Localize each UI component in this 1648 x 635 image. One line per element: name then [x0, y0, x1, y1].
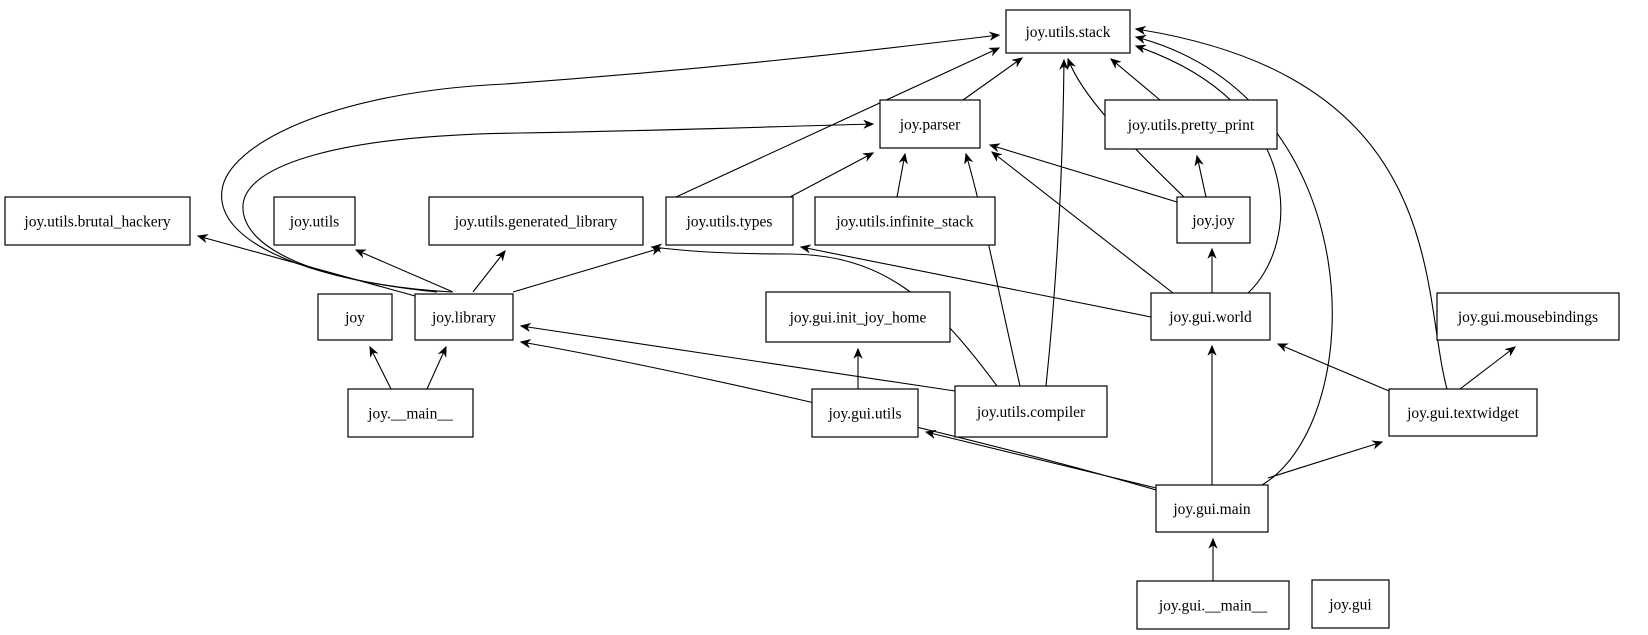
node-box-joy-gui-main-module [1136, 580, 1290, 630]
node-joy-utils-types: joy.utils.types [665, 196, 794, 246]
edge-joy-utils-infinite-stack-to-joy-parser [896, 154, 905, 198]
edge-joy-gui-textwidget-to-joy-gui-world [1278, 343, 1390, 392]
node-joy-main: joy.__main__ [347, 388, 474, 438]
node-joy-gui-utils: joy.gui.utils [811, 388, 919, 438]
node-label-joy-parser: joy.parser [899, 117, 961, 134]
node-box-joy-gui-init-joy-home [765, 291, 951, 343]
node-joy: joy [317, 293, 393, 341]
node-joy-utils: joy.utils [273, 196, 356, 246]
edge-joy-joy-to-joy-parser [990, 145, 1178, 203]
edge-joy-gui-textwidget-to-joy-utils-stack [1136, 29, 1448, 390]
edge-joy-gui-textwidget-to-joy-gui-mousebindings [1459, 347, 1515, 390]
node-label-joy-joy: joy.joy [1191, 213, 1235, 230]
node-joy-gui: joy.gui [1311, 579, 1390, 629]
node-box-joy-utils-generated-library [428, 196, 644, 246]
node-box-joy-gui-main [1155, 484, 1269, 533]
node-label-joy-gui-main-module: joy.gui.__main__ [1158, 598, 1268, 615]
edge-joy-joy-to-joy-utils-pretty-print [1197, 156, 1207, 198]
node-box-joy-utils [273, 196, 356, 246]
edge-joy-main-to-joy-library [426, 347, 446, 390]
node-joy-gui-mousebindings: joy.gui.mousebindings [1436, 292, 1620, 341]
edge-joy-gui-main-to-joy-gui-textwidget [1267, 442, 1382, 479]
node-label-joy-library: joy.library [431, 310, 496, 327]
edge-joy-library-to-joy-parser [242, 124, 873, 293]
node-box-joy-gui-world [1150, 292, 1271, 341]
node-box-joy-utils-brutal-hackery [4, 196, 191, 246]
node-joy-gui-main: joy.gui.main [1155, 484, 1269, 533]
node-joy-joy: joy.joy [1176, 196, 1251, 244]
edge-joy-utils-compiler-to-joy-utils-stack [1045, 60, 1064, 387]
edge-joy-gui-world-to-joy-utils-types [801, 247, 1152, 318]
node-label-joy-utils-pretty-print: joy.utils.pretty_print [1127, 117, 1255, 134]
node-label-joy-gui: joy.gui [1328, 597, 1372, 614]
edge-joy-parser-to-joy-utils-stack [962, 58, 1022, 101]
node-joy-parser: joy.parser [879, 99, 981, 149]
node-label-joy-gui-init-joy-home: joy.gui.init_joy_home [789, 310, 927, 327]
node-joy-utils-compiler: joy.utils.compiler [954, 385, 1108, 438]
node-label-joy-gui-mousebindings: joy.gui.mousebindings [1457, 309, 1598, 326]
node-box-joy-utils-stack [1005, 9, 1131, 54]
node-label-joy-utils: joy.utils [289, 214, 339, 231]
nodes-layer: joy.utils.stack joy.parser joy.utils.prett… [4, 9, 1620, 630]
node-label-joy-utils-infinite-stack: joy.utils.infinite_stack [835, 214, 974, 231]
node-joy-utils-generated-library: joy.utils.generated_library [428, 196, 644, 246]
edge-joy-gui-main-to-joy-utils-stack [1136, 37, 1333, 486]
edge-joy-gui-main-to-joy-library [521, 342, 1157, 491]
node-label-joy-utils-types: joy.utils.types [686, 214, 773, 231]
node-box-joy [317, 293, 393, 341]
node-box-joy-gui-utils [811, 388, 919, 438]
node-box-joy-joy [1176, 196, 1251, 244]
edge-joy-utils-pretty-print-to-joy-utils-stack [1111, 59, 1161, 101]
edge-joy-library-to-joy-utils-types [512, 248, 661, 293]
node-joy-gui-init-joy-home: joy.gui.init_joy_home [765, 291, 951, 343]
node-label-joy-gui-textwidget: joy.gui.textwidget [1406, 405, 1519, 422]
node-joy-gui-textwidget: joy.gui.textwidget [1388, 388, 1538, 437]
node-label-joy-gui-main: joy.gui.main [1172, 501, 1251, 518]
edge-joy-gui-world-to-joy-utils-stack [1136, 46, 1282, 294]
node-label-joy-main: joy.__main__ [367, 406, 453, 423]
node-joy-utils-stack: joy.utils.stack [1005, 9, 1131, 54]
node-box-joy-utils-pretty-print [1104, 99, 1278, 150]
node-box-joy-main [347, 388, 474, 438]
edge-joy-main-to-joy [370, 347, 392, 390]
edge-joy-library-to-joy-utils [356, 250, 454, 293]
edge-joy-utils-compiler-to-joy-parser [966, 154, 1021, 387]
node-joy-utils-brutal-hackery: joy.utils.brutal_hackery [4, 196, 191, 246]
node-label-joy-utils-generated-library: joy.utils.generated_library [454, 214, 618, 231]
node-box-joy-gui-textwidget [1388, 388, 1538, 437]
node-joy-utils-infinite-stack: joy.utils.infinite_stack [814, 196, 996, 246]
edges-layer [198, 29, 1515, 581]
edge-joy-gui-world-to-joy-parser [992, 152, 1174, 294]
node-box-joy-utils-compiler [954, 385, 1108, 438]
node-label-joy: joy [344, 310, 365, 327]
node-label-joy-gui-utils: joy.gui.utils [827, 406, 901, 423]
node-label-joy-utils-compiler: joy.utils.compiler [976, 404, 1086, 421]
node-box-joy-utils-types [665, 196, 794, 246]
edge-joy-library-to-joy-utils-stack [221, 35, 999, 293]
edge-joy-utils-types-to-joy-parser [789, 153, 873, 198]
node-box-joy-library [414, 293, 514, 341]
node-joy-utils-pretty-print: joy.utils.pretty_print [1104, 99, 1278, 150]
node-box-joy-utils-infinite-stack [814, 196, 996, 246]
node-box-joy-gui-mousebindings [1436, 292, 1620, 341]
node-label-joy-gui-world: joy.gui.world [1168, 309, 1252, 326]
node-joy-library: joy.library [414, 293, 514, 341]
edge-joy-library-to-joy-utils-generated-library [472, 251, 505, 293]
edge-joy-utils-compiler-to-joy-library [521, 326, 956, 392]
node-joy-gui-world: joy.gui.world [1150, 292, 1271, 341]
node-label-joy-utils-brutal-hackery: joy.utils.brutal_hackery [23, 214, 170, 231]
node-joy-gui-main-module: joy.gui.__main__ [1136, 580, 1290, 630]
edge-joy-utils-types-to-joy-utils-stack [675, 48, 999, 198]
node-box-joy-parser [879, 99, 981, 149]
node-label-joy-utils-stack: joy.utils.stack [1024, 24, 1110, 41]
node-box-joy-gui [1311, 579, 1390, 629]
